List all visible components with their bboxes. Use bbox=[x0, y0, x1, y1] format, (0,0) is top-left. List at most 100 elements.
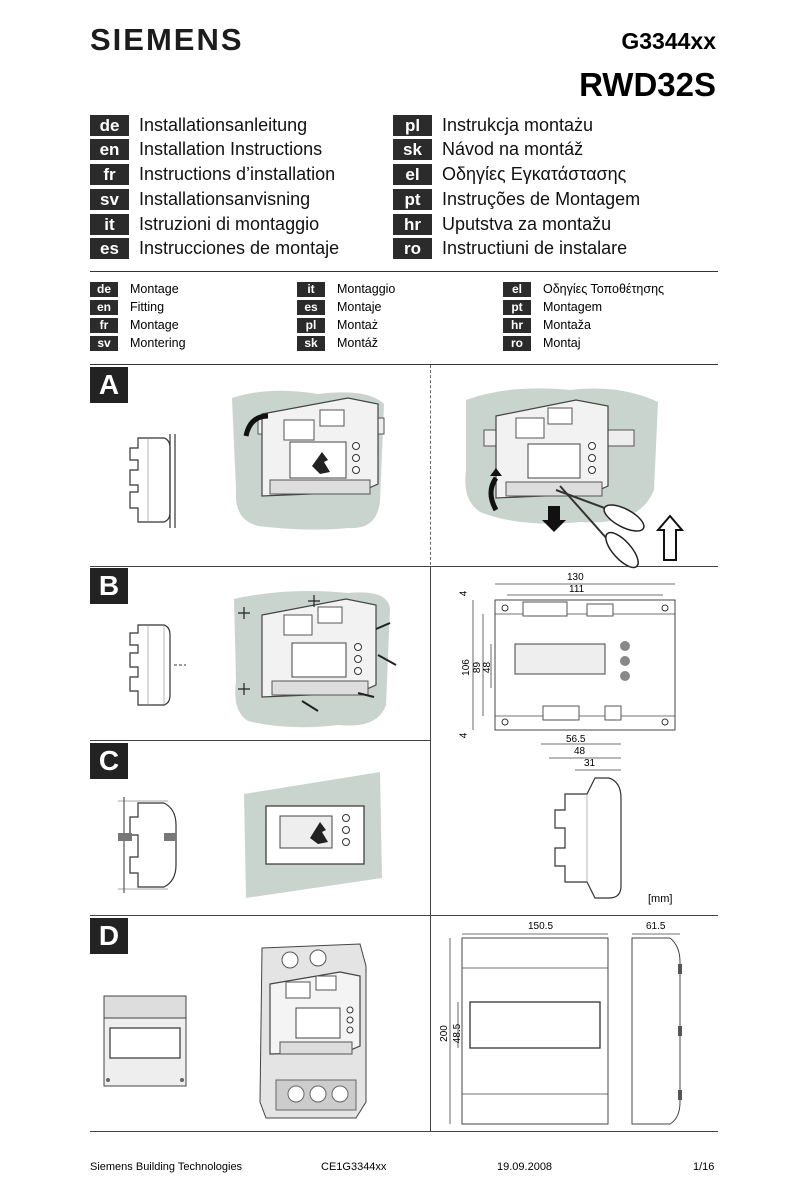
lang-title: Οδηγίες Εγκατάστασης bbox=[442, 164, 627, 184]
lang-code-tag: el bbox=[503, 281, 531, 297]
fitting-row: sk Montáž bbox=[297, 335, 378, 351]
lang-code-tag: sk bbox=[297, 335, 325, 351]
dimension-drawing-enclosure-side bbox=[631, 933, 682, 1125]
siemens-logo: SIEMENS bbox=[90, 22, 244, 57]
fitting-title: Fitting bbox=[130, 300, 165, 314]
dim-label: 48.5 bbox=[452, 1023, 464, 1044]
dimension-drawing-enclosure-front bbox=[449, 933, 609, 1125]
section-badge-d: D bbox=[90, 918, 128, 954]
lang-title: Installationsanvisning bbox=[139, 189, 311, 209]
enclosure-device-drawing bbox=[259, 943, 367, 1119]
fitting-title: Montagem bbox=[543, 300, 603, 314]
lang-title: Instrukcja montażu bbox=[442, 115, 594, 135]
dim-label: 106 bbox=[460, 659, 472, 676]
fitting-title: Montering bbox=[130, 336, 186, 350]
lang-row-fr: fr Instructions d’installation bbox=[90, 163, 335, 186]
dim-label: 130 bbox=[567, 572, 584, 583]
document-code: G3344xx bbox=[621, 28, 716, 54]
lang-code-tag: pl bbox=[297, 317, 325, 333]
enclosure-front-drawing bbox=[103, 995, 187, 1087]
lang-title: Instructiuni de instalare bbox=[442, 238, 628, 258]
lang-code-tag: es bbox=[297, 299, 325, 315]
lang-title: Instrucciones de montaje bbox=[139, 238, 340, 258]
fitting-title: Montaż bbox=[337, 318, 378, 332]
lang-row-de: de Installationsanleitung bbox=[90, 114, 307, 137]
section-badge-b: B bbox=[90, 568, 128, 604]
dim-label: 48 bbox=[482, 661, 494, 674]
lang-title: Instructions d’installation bbox=[139, 164, 336, 184]
fitting-title: Montage bbox=[130, 318, 179, 332]
fitting-title: Montaje bbox=[337, 300, 382, 314]
divider bbox=[90, 271, 718, 272]
lang-code-tag: pt bbox=[393, 189, 432, 210]
lang-code-tag: es bbox=[90, 238, 129, 259]
footer-company: Siemens Building Technologies bbox=[90, 1161, 243, 1173]
dimension-drawing-front bbox=[472, 583, 676, 731]
lang-code-tag: fr bbox=[90, 317, 118, 333]
lang-code-tag: it bbox=[90, 214, 129, 235]
fitting-row: el Οδηγίες Τοποθέτησης bbox=[503, 281, 664, 297]
lang-code-tag: en bbox=[90, 299, 118, 315]
lang-title: Uputstva za montažu bbox=[442, 214, 612, 234]
side-profile-drawing bbox=[129, 624, 186, 706]
lang-code-tag: fr bbox=[90, 164, 129, 185]
lang-code-tag: sv bbox=[90, 189, 129, 210]
lang-row-ro: ro Instructiuni de instalare bbox=[393, 237, 627, 260]
lang-title: Instruções de Montagem bbox=[442, 189, 641, 209]
side-profile-drawing bbox=[129, 434, 176, 528]
fitting-row: pl Montaż bbox=[297, 317, 378, 333]
dim-label: 4 bbox=[458, 732, 470, 739]
dim-label: 150.5 bbox=[528, 921, 554, 932]
divider bbox=[90, 364, 718, 365]
fitting-row: en Fitting bbox=[90, 299, 164, 315]
dim-label: 61.5 bbox=[646, 921, 666, 932]
lang-code-tag: sk bbox=[393, 139, 432, 160]
lang-code-tag: pt bbox=[503, 299, 531, 315]
fitting-title: Montaža bbox=[543, 318, 591, 332]
dim-label: 200 bbox=[438, 1025, 450, 1042]
dim-label: 48 bbox=[574, 746, 586, 757]
section-badge-a: A bbox=[90, 367, 128, 403]
dimension-drawing-side bbox=[541, 743, 622, 899]
section-divider bbox=[90, 915, 718, 916]
model-name: RWD32S bbox=[579, 66, 716, 103]
device-mounting-drawing bbox=[232, 390, 385, 530]
side-profile-drawing bbox=[118, 797, 177, 893]
fitting-row: es Montaje bbox=[297, 299, 381, 315]
fitting-row: pt Montagem bbox=[503, 299, 602, 315]
lang-row-en: en Installation Instructions bbox=[90, 138, 322, 161]
fitting-row: fr Montage bbox=[90, 317, 179, 333]
fitting-title: Οδηγίες Τοποθέτησης bbox=[543, 282, 665, 296]
dim-label: 31 bbox=[584, 758, 596, 769]
lang-code-tag: hr bbox=[393, 214, 432, 235]
lang-row-pt: pt Instruções de Montagem bbox=[393, 188, 640, 211]
section-divider bbox=[90, 740, 430, 741]
lang-code-tag: ro bbox=[503, 335, 531, 351]
lang-title: Installationsanleitung bbox=[139, 115, 308, 135]
section-divider bbox=[90, 1131, 718, 1132]
lang-code-tag: pl bbox=[393, 115, 432, 136]
footer-doc-ref: CE1G3344xx bbox=[321, 1161, 387, 1173]
lang-code-tag: it bbox=[297, 281, 325, 297]
section-divider bbox=[90, 566, 718, 567]
lang-title: Installation Instructions bbox=[139, 139, 323, 159]
footer-page: 1/16 bbox=[693, 1161, 715, 1173]
section-divider bbox=[430, 566, 431, 916]
unit-label: [mm] bbox=[648, 893, 673, 905]
fitting-title: Montáž bbox=[337, 336, 378, 350]
lang-code-tag: ro bbox=[393, 238, 432, 259]
lang-code-tag: en bbox=[90, 139, 129, 160]
lang-row-sv: sv Installationsanvisning bbox=[90, 188, 310, 211]
lang-row-pl: pl Instrukcja montażu bbox=[393, 114, 593, 137]
fitting-row: sv Montering bbox=[90, 335, 186, 351]
section-divider bbox=[430, 915, 431, 1131]
lang-code-tag: sv bbox=[90, 335, 118, 351]
footer-date: 19.09.2008 bbox=[497, 1161, 553, 1173]
lang-title: Návod na montáž bbox=[442, 139, 584, 159]
lang-code-tag: de bbox=[90, 115, 129, 136]
